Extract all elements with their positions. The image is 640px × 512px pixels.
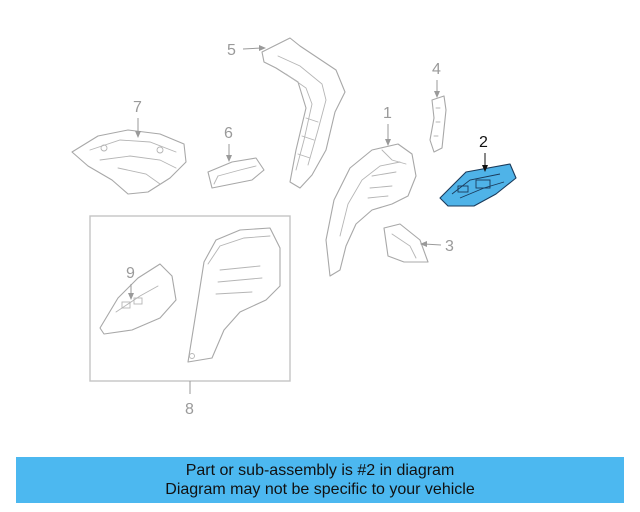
callout-4: 4 — [432, 61, 441, 78]
arrowhead-7 — [135, 131, 141, 138]
parts-diagram: 5 4 7 6 1 3 — [71, 37, 517, 418]
arrowhead-1 — [385, 139, 391, 146]
arrowhead-4 — [434, 91, 440, 98]
arrowhead-5 — [259, 45, 266, 51]
part-2-pan-highlighted[interactable] — [439, 163, 517, 207]
arrowhead-2 — [482, 165, 488, 172]
arrowhead-3 — [420, 241, 427, 247]
arrowhead-9 — [128, 293, 134, 300]
callout-3: 3 — [445, 238, 454, 255]
info-banner: Part or sub-assembly is #2 in diagram Di… — [16, 457, 624, 503]
arrowhead-6 — [226, 155, 232, 162]
part-4-bracket[interactable] — [429, 95, 447, 153]
callout-1: 1 — [383, 105, 392, 122]
part-5-pillar[interactable] — [261, 37, 346, 189]
banner-line-2: Diagram may not be specific to your vehi… — [165, 481, 475, 498]
part-6-bracket[interactable] — [207, 157, 265, 189]
callout-2: 2 — [479, 134, 488, 151]
callout-5: 5 — [227, 42, 236, 59]
callout-7: 7 — [133, 99, 142, 116]
assembly-8-box — [89, 215, 291, 382]
part-3-reinforcement[interactable] — [383, 223, 429, 263]
callout-6: 6 — [224, 125, 233, 142]
banner-line-1: Part or sub-assembly is #2 in diagram — [185, 462, 455, 479]
part-9-subpanel[interactable] — [99, 263, 177, 335]
leader-5 — [242, 47, 263, 50]
callout-8: 8 — [185, 401, 194, 418]
callout-9: 9 — [126, 265, 135, 282]
part-1-wheelhouse[interactable] — [325, 143, 417, 277]
part-8-quarter-inner[interactable] — [187, 227, 281, 363]
part-7-panel[interactable] — [71, 129, 187, 195]
